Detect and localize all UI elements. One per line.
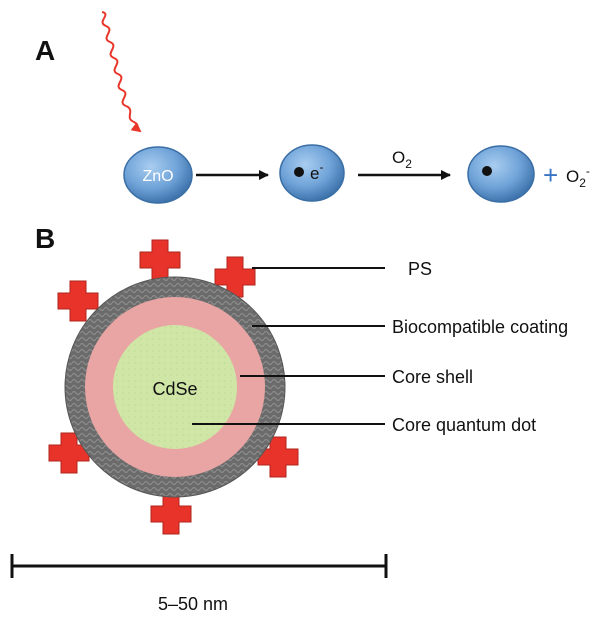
- electron-label: e-: [310, 160, 323, 183]
- core-label: CdSe: [152, 379, 197, 399]
- ps-cross-bottom: [150, 493, 192, 535]
- ps-cross-left: [57, 280, 99, 322]
- plus-sign: +: [543, 160, 558, 190]
- product-particle: [467, 145, 535, 203]
- excited-particle: e-: [279, 144, 345, 202]
- ps-molecules: [48, 239, 299, 535]
- leader-lines: [192, 267, 385, 425]
- panel-letter-b: B: [35, 223, 55, 254]
- ps-cross-top: [139, 239, 181, 281]
- electron-dot: [294, 167, 304, 177]
- scale-bar: [10, 554, 388, 578]
- label-coating: Biocompatible coating: [392, 317, 568, 337]
- label-shell: Core shell: [392, 367, 473, 387]
- zno-particle: ZnO: [123, 146, 193, 204]
- hole-dot: [482, 166, 492, 176]
- label-ps: PS: [408, 259, 432, 279]
- photon-wave: [101, 11, 142, 133]
- label-core: Core quantum dot: [392, 415, 536, 435]
- core-layer: [113, 325, 237, 449]
- ps-cross-top-right: [214, 256, 256, 298]
- quantum-dot: CdSe: [64, 276, 286, 498]
- ps-cross-bottom-left: [48, 432, 90, 474]
- zno-label: ZnO: [142, 168, 173, 185]
- scale-label: 5–50 nm: [158, 594, 228, 614]
- superoxide-label: O2-: [566, 164, 590, 190]
- panel-letter-a: A: [35, 35, 55, 66]
- oxygen-label: O2: [392, 148, 412, 171]
